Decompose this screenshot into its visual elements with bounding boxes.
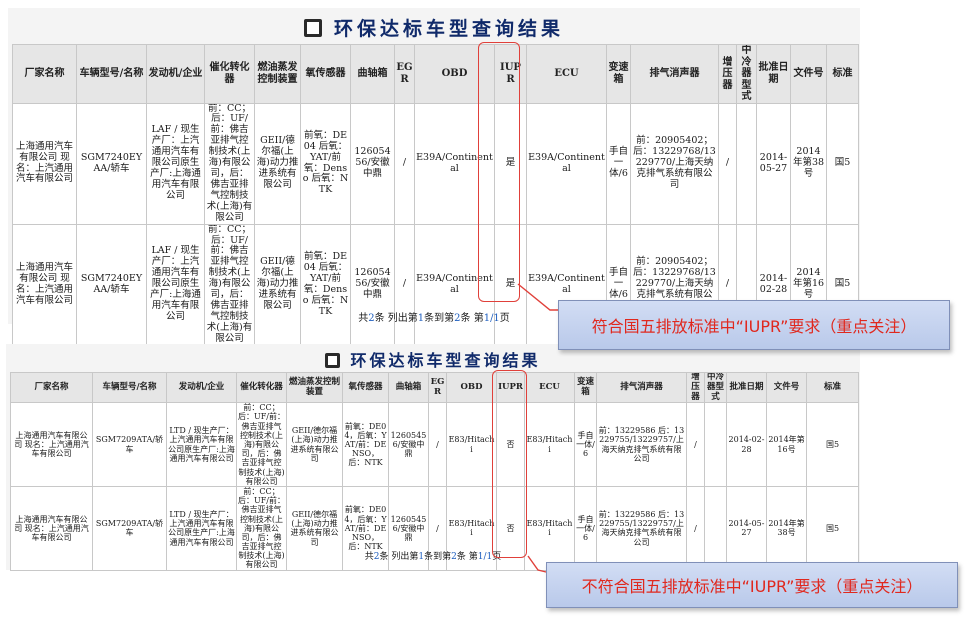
- table-cell: E39A/Continental: [414, 102, 495, 225]
- result-panel-top: 环保达标车型查询结果 厂家名称车辆型号/名称发动机/企业催化转化器燃油蒸发控制装…: [8, 8, 860, 346]
- table-cell: 2014年第38号: [766, 485, 807, 571]
- table-cell: 2014年第38号: [790, 102, 827, 225]
- column-header: EGR: [428, 371, 447, 404]
- column-header: 变速箱: [606, 44, 631, 104]
- column-header: 中冷器型式: [736, 44, 757, 104]
- column-header: 催化转化器: [236, 371, 287, 404]
- callout-iupr-noncompliant: 不符合国五排放标准中“IUPR”要求（重点关注）: [546, 562, 958, 608]
- column-header: OBD: [446, 371, 497, 404]
- table-cell: 前：CC；后：UF/前：佛吉亚排气控制技术(上海)有限公司，后：佛吉亚排气控制技…: [236, 402, 287, 487]
- column-header: 曲轴箱: [388, 371, 429, 404]
- column-header: ECU: [524, 371, 575, 404]
- panel-title: 环保达标车型查询结果: [6, 347, 860, 371]
- column-header: 发动机/企业: [166, 371, 237, 404]
- column-header: 中冷器型式: [704, 371, 727, 404]
- table-cell: 前：CC；后：UF/前：佛吉亚排气控制技术(上海)有限公司，后：佛吉亚排气控制技…: [236, 485, 287, 571]
- table-cell: 前氧：DE04 后氧：YAT/前氧：Denso 后氧：NTK: [300, 102, 351, 225]
- table-cell: 2014-05-27: [756, 102, 791, 225]
- table-cell: 国5: [806, 402, 859, 487]
- column-header: 标准: [806, 371, 859, 404]
- column-header: OBD: [414, 44, 495, 104]
- column-header: 氧传感器: [300, 44, 351, 104]
- column-header: 燃油蒸发控制装置: [254, 44, 301, 104]
- column-header: 发动机/企业: [146, 44, 205, 104]
- column-header: ECU: [526, 44, 607, 104]
- column-header: 车辆型号/名称: [92, 371, 167, 404]
- iupr-highlight-box-top: [478, 42, 520, 302]
- table-cell: 12605456/安徽中鼎: [350, 223, 395, 346]
- column-header: 厂家名称: [12, 44, 77, 104]
- table-cell: 上海通用汽车有限公司 现名：上汽通用汽车有限公司: [12, 102, 77, 225]
- callout-line-bottom: [527, 555, 547, 573]
- table-cell: LAF / 现生产厂：上汽通用汽车有限公司原生产厂:上海通用汽车有限公司: [146, 223, 205, 346]
- table-cell: SGM7240EYAA/轿车: [76, 102, 147, 225]
- table-cell: 国5: [826, 102, 859, 225]
- column-header: 增压器: [718, 44, 737, 104]
- table-cell: 前氧：DE04 后氧：YAT/前氧：Denso 后氧：NTK: [300, 223, 351, 346]
- table-cell: 12605456/安徽中鼎: [388, 402, 429, 487]
- table-cell: GEII/德尔福(上海)动力推进系统有限公司: [254, 223, 301, 346]
- table-cell: SGM7209ATA/轿车: [92, 485, 167, 571]
- column-header: 文件号: [790, 44, 827, 104]
- column-header: 批准日期: [756, 44, 791, 104]
- table-cell: 否: [496, 485, 525, 571]
- column-header: 厂家名称: [10, 371, 93, 404]
- table-cell: GEII/德尔福(上海)动力推进系统有限公司: [286, 485, 343, 571]
- column-header: IUPR: [496, 371, 525, 404]
- table-cell: 上海通用汽车有限公司 现名：上汽通用汽车有限公司: [10, 402, 93, 487]
- table-cell: 上海通用汽车有限公司 现名：上汽通用汽车有限公司: [10, 485, 93, 571]
- table-cell: E83/Hitachi: [446, 485, 497, 571]
- column-header: 排气消声器: [630, 44, 719, 104]
- table-cell: 前：13229586 后：13229755/13229757/上海天纳克排气系统…: [596, 485, 687, 571]
- table-cell: LTD / 现生产厂：上汽通用汽车有限公司原生产厂:上海通用汽车有限公司: [166, 402, 237, 487]
- square-bullet-icon: [303, 19, 322, 37]
- column-header: EGR: [394, 44, 415, 104]
- table-cell: 前：CC；后：UF/前：佛吉亚排气控制技术(上海)有限公司，后：佛吉亚排气控制技…: [204, 102, 255, 225]
- table-cell: 前：13229586 后：13229755/13229757/上海天纳克排气系统…: [596, 402, 687, 487]
- iupr-highlight-box-bottom: [492, 370, 527, 558]
- result-panel-bottom: 环保达标车型查询结果 厂家名称车辆型号/名称发动机/企业催化转化器燃油蒸发控制装…: [6, 344, 860, 571]
- table-cell: LAF / 现生产厂：上汽通用汽车有限公司原生产厂:上海通用汽车有限公司: [146, 102, 205, 225]
- table-cell: 前氧：DE04，后氧：YAT/前：DENSO，后：NTK: [342, 485, 389, 571]
- callout-line-top: [517, 283, 558, 311]
- panel-title: 环保达标车型查询结果: [8, 14, 860, 44]
- column-header: 曲轴箱: [350, 44, 395, 104]
- table-cell: SGM7209ATA/轿车: [92, 402, 167, 487]
- column-header: 燃油蒸发控制装置: [286, 371, 343, 404]
- table-cell: 前：20905402；后：13229768/13229770/上海天纳克排气系统…: [630, 102, 719, 225]
- square-bullet-icon: [325, 353, 341, 368]
- table-cell: 国5: [806, 485, 859, 571]
- callout-iupr-compliant: 符合国五排放标准中“IUPR”要求（重点关注）: [558, 300, 950, 350]
- column-header: 变速箱: [574, 371, 597, 404]
- table-cell: 是: [494, 223, 527, 346]
- table-cell: 12605456/安徽中鼎: [350, 102, 395, 225]
- column-header: 氧传感器: [342, 371, 389, 404]
- table-cell: E39A/Continental: [526, 102, 607, 225]
- table-cell: 上海通用汽车有限公司 现名：上汽通用汽车有限公司: [12, 223, 77, 346]
- table-cell: E39A/Continental: [414, 223, 495, 346]
- column-header: 催化转化器: [204, 44, 255, 104]
- table-cell: E83/Hitachi: [446, 402, 497, 487]
- column-header: 增压器: [686, 371, 705, 404]
- column-header: 文件号: [766, 371, 807, 404]
- pagination-info: 共2条 列出第1条到第2条 第1/1页: [358, 313, 510, 324]
- column-header: IUPR: [494, 44, 527, 104]
- table-cell: SGM7240EYAA/轿车: [76, 223, 147, 346]
